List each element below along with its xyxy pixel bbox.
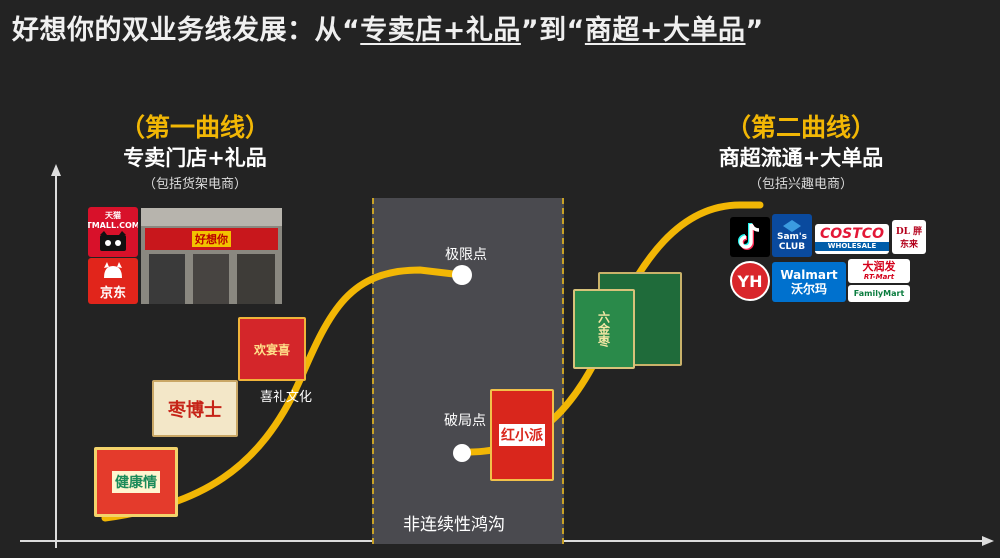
limit-point-label: 极限点	[445, 247, 487, 263]
gift-culture-label: 喜礼文化	[260, 390, 313, 405]
x-axis-arrow	[982, 536, 994, 546]
sams-diamond-icon	[783, 219, 801, 232]
walmart-logo: Walmart 沃尔玛	[772, 262, 846, 302]
store-sign-text: 好想你	[192, 231, 231, 247]
sams-club-logo: Sam's CLUB	[772, 214, 812, 257]
tmall-logo-text: 天猫 TMALL.COM	[88, 211, 138, 230]
curve1-note: （包括货架电商）	[142, 177, 248, 192]
curve2-subtitle: 商超流通+大单品	[718, 146, 884, 170]
store-sign: 好想你	[145, 228, 278, 250]
discontinuity-gap	[372, 198, 564, 544]
tiktok-logo	[730, 217, 770, 257]
zaoboshi-gift-box: 枣博士	[152, 380, 238, 437]
curve2-heading: （第二曲线）	[725, 113, 877, 142]
tiktok-icon	[738, 223, 760, 250]
zaoboshi-box-text: 枣博士	[168, 399, 222, 421]
breakthrough-point	[453, 444, 471, 462]
familymart-logo: FamilyMart	[848, 285, 910, 302]
store-photo: 好想你	[141, 208, 282, 304]
yonghui-logo-text: YH	[737, 271, 763, 291]
title-middle: ”到“	[520, 15, 585, 46]
yonghui-logo: YH	[730, 261, 770, 301]
y-axis-arrow	[51, 164, 61, 176]
sams-logo-text: Sam's CLUB	[776, 231, 808, 252]
title-suffix: ”	[745, 15, 764, 46]
costco-logo: COSTCO WHOLESALE	[815, 224, 889, 254]
walmart-logo-text: Walmart	[780, 268, 838, 282]
rtmart-logo: 大润发 RT-Mart	[848, 259, 910, 283]
curve2-note: （包括兴趣电商）	[748, 177, 854, 192]
walmart-cn-text: 沃尔玛	[790, 282, 827, 296]
rtmart-logo-text: 大润发	[862, 260, 896, 273]
costco-sub-text: WHOLESALE	[815, 242, 889, 251]
liujinzao-box: 六金枣	[573, 289, 635, 369]
jd-logo-text: 京东	[99, 285, 126, 301]
page-title: 好想你的双业务线发展：从“专卖店+礼品”到“商超+大单品”	[12, 8, 764, 47]
familymart-logo-text: FamilyMart	[853, 289, 905, 298]
breakthrough-point-label: 破局点	[444, 413, 486, 429]
hongxiaopai-text: 红小派	[499, 424, 545, 446]
title-prefix: 好想你的双业务线发展：从“	[12, 15, 361, 46]
jd-logo: 京东	[88, 258, 138, 304]
title-from: 专卖店+礼品	[360, 15, 521, 46]
rtmart-sub-text: RT-Mart	[863, 273, 895, 281]
title-to: 商超+大单品	[584, 15, 746, 46]
curve1-heading: （第一曲线）	[119, 113, 271, 142]
jiankang-gift-box: 健康情	[94, 447, 178, 517]
pangdonglai-logo-text: DL 胖东来	[895, 227, 923, 250]
xiyan-gift-box: 欢宴喜	[238, 317, 306, 381]
tmall-logo: 天猫 TMALL.COM	[88, 207, 138, 257]
liujinzao-box-text: 六金枣	[596, 311, 611, 347]
tmall-cat-icon	[100, 231, 126, 251]
curve1-subtitle: 专卖门店+礼品	[123, 146, 267, 170]
pangdonglai-logo: DL 胖东来	[892, 220, 926, 254]
jd-dog-icon	[104, 261, 122, 278]
costco-logo-text: COSTCO	[820, 226, 884, 242]
jiankang-box-text: 健康情	[112, 471, 160, 493]
gap-label: 非连续性鸿沟	[403, 515, 505, 535]
xiyan-box-text: 欢宴喜	[253, 342, 290, 357]
limit-point	[452, 265, 472, 285]
hongxiaopai-package: 红小派	[490, 389, 554, 481]
